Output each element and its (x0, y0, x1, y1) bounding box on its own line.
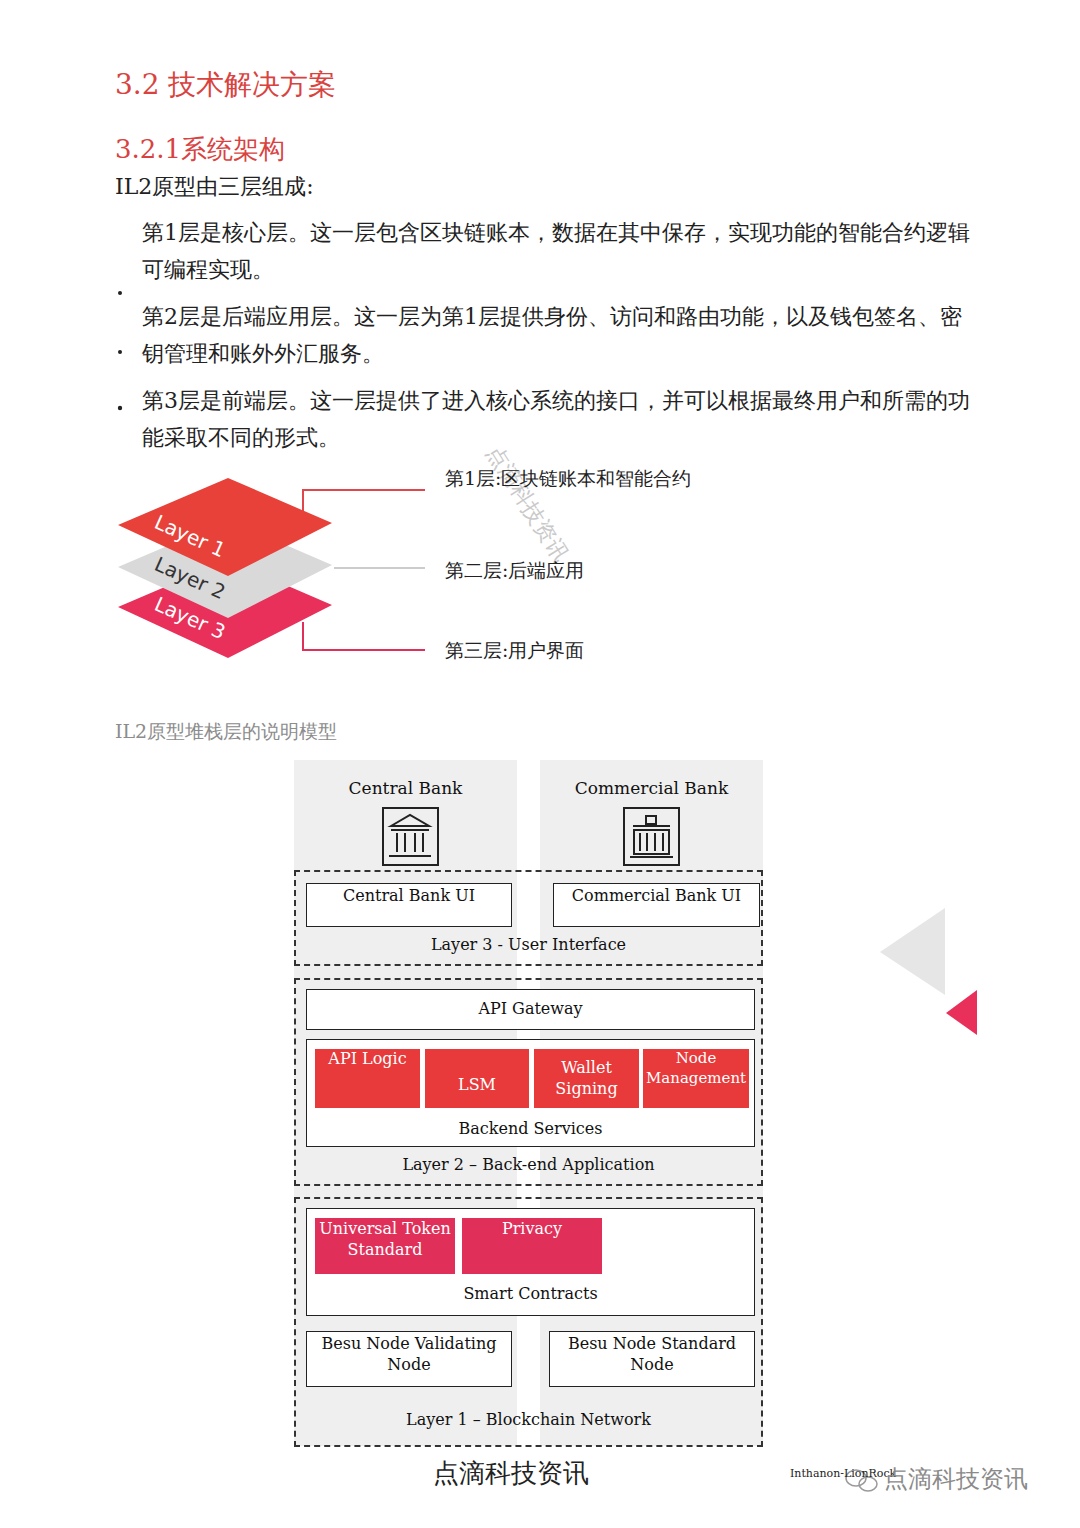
node-label: Privacy (502, 1219, 562, 1240)
layer-box: Layer 3 - User Interface Central Bank UI C… (294, 870, 763, 966)
node-label: Backend Services (459, 1119, 603, 1140)
leader-line (334, 567, 425, 569)
bullet-paragraph: 第1层是核心层。这一层包含区块链账本，数据在其中保存，实现功能的智能合约逻辑可编… (142, 214, 972, 288)
deco-triangle (946, 990, 977, 1035)
node-label: Wallet Signing (537, 1058, 636, 1100)
node-label: Besu Node Standard Node (560, 1334, 744, 1376)
bullet (118, 291, 122, 295)
gateway-box: API Gateway (306, 989, 755, 1030)
layer-box: Layer 2 – Back-end Application API Gatewa… (294, 978, 763, 1186)
service-box: Node Management (643, 1049, 749, 1108)
section-heading: 3.2 技术解决方案 (115, 66, 336, 104)
leader-line (303, 622, 425, 650)
watermark: 点滴科技资讯 (884, 1463, 1028, 1495)
bank-building-icon (624, 808, 679, 865)
subsection-heading: 3.2.1系统架构 (115, 132, 285, 167)
intro-text: IL2原型由三层组成: (115, 172, 314, 202)
node-label: Commercial Bank (575, 777, 728, 799)
besu-node-box: Besu Node Standard Node (549, 1331, 755, 1387)
contract-box: Universal Token Standard (315, 1218, 455, 1274)
service-box: API Logic (315, 1049, 420, 1108)
node-label: LSM (458, 1075, 496, 1096)
node-label: Smart Contracts (463, 1284, 597, 1305)
node-label: Commercial Bank UI (572, 886, 741, 907)
node-label: Central Bank UI (343, 886, 475, 907)
service-box: LSM (425, 1049, 529, 1108)
figure-caption: IL2原型堆栈层的说明模型 (115, 719, 337, 745)
node-label: Layer 1 – Blockchain Network (406, 1410, 651, 1431)
deco-triangle (880, 908, 945, 995)
besu-node-box: Besu Node Validating Node (306, 1331, 512, 1387)
node-label: Central Bank (349, 777, 463, 799)
layer-box: Layer 1 – Blockchain Network Smart Contra… (294, 1197, 763, 1447)
layer-diamond: Layer 1 (118, 478, 332, 576)
services-box: Backend Services API LogicLSM Wallet Signi… (306, 1039, 755, 1147)
node-label: Universal Token Standard (318, 1219, 452, 1261)
ui-box: Central Bank UI (306, 883, 512, 927)
ui-box: Commercial Bank UI (553, 883, 760, 927)
contracts-box: Smart Contracts Universal Token Standard P… (306, 1208, 755, 1316)
layer-label: 第二层:后端应用 (445, 558, 584, 584)
watermark: 点滴科技资讯 (433, 1456, 589, 1491)
layer-label: 第三层:用户界面 (445, 638, 584, 664)
footer-note: Inthanon-LionRock (790, 1467, 896, 1480)
node-label: Layer 3 - User Interface (431, 935, 626, 956)
diamond-outline (118, 478, 332, 576)
actor-header: Commercial Bank (540, 760, 763, 806)
watermark: 点滴科技资讯 (480, 440, 575, 568)
bullet-paragraph: 第2层是后端应用层。这一层为第1层提供身份、访问和路由功能，以及钱包签名、密钥管… (142, 298, 972, 372)
node-label: API Logic (328, 1049, 406, 1070)
node-label: Layer 2 – Back-end Application (402, 1155, 654, 1176)
bullet-paragraph: 第3层是前端层。这一层提供了进入核心系统的接口，并可以根据最终用户和所需的功能采… (142, 382, 972, 456)
actor-header: Central Bank (294, 760, 517, 806)
node-label: API Gateway (478, 999, 582, 1020)
bank-icon (383, 808, 438, 865)
bullet (118, 350, 122, 354)
service-box: Wallet Signing (534, 1049, 639, 1108)
diamond-fill (118, 560, 332, 658)
leader-line (303, 490, 425, 515)
node-label: Besu Node Validating Node (317, 1334, 501, 1376)
bullet (118, 406, 122, 410)
layer-label: 第1层:区块链账本和智能合约 (445, 466, 692, 492)
contract-box: Privacy (462, 1218, 602, 1274)
node-label: Node Management (646, 1049, 746, 1088)
